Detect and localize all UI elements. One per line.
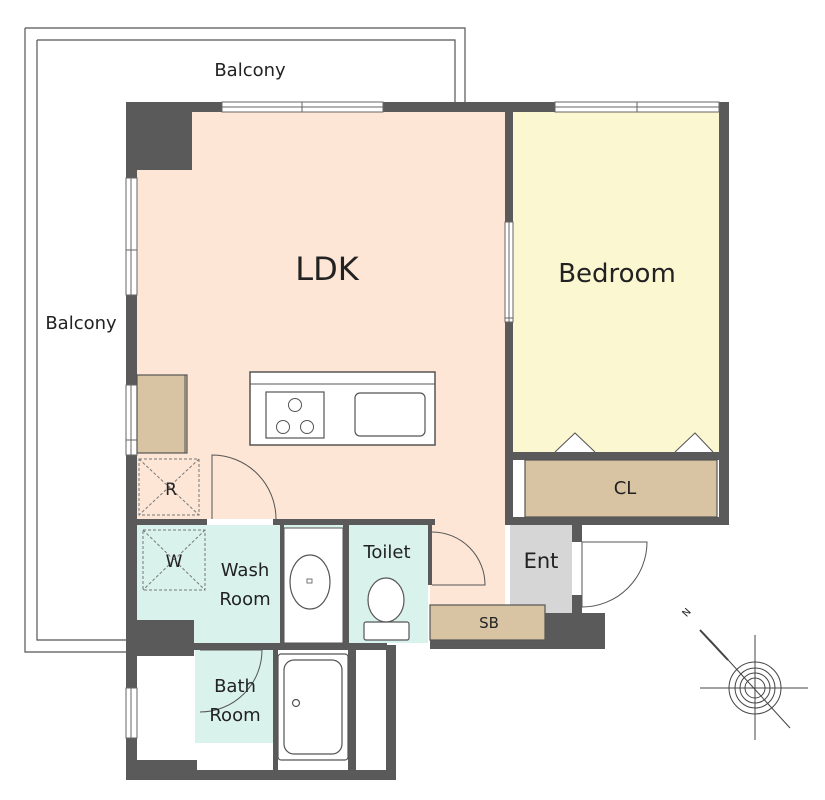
- compass-icon: [699, 629, 808, 740]
- bath-room-label-1: Bath: [214, 676, 256, 697]
- sb-label: SB: [479, 614, 499, 632]
- washer-label: W: [166, 552, 183, 572]
- wash-basin: [283, 527, 344, 644]
- balcony: [24, 27, 466, 653]
- compass-north-label: N: [681, 607, 694, 620]
- ldk-floor: [137, 112, 505, 610]
- ldk-label: LDK: [295, 250, 359, 288]
- wash-room-label-1: Wash: [221, 560, 269, 581]
- refrigerator-space: [138, 458, 200, 516]
- kitchen-counter: [249, 371, 436, 446]
- bedroom-floor: [513, 112, 719, 452]
- ent-label: Ent: [524, 549, 559, 573]
- windows: [125, 101, 720, 739]
- balcony-left-label: Balcony: [45, 313, 117, 334]
- walls: [126, 102, 729, 780]
- ldk-shelf: [136, 374, 188, 454]
- toilet-label: Toilet: [362, 542, 410, 563]
- closet-doors: [554, 432, 714, 453]
- cl-closet: [524, 459, 718, 518]
- bedroom-label: Bedroom: [558, 259, 676, 289]
- washer-space: [142, 529, 206, 591]
- entrance-floor: [510, 525, 572, 613]
- shoe-box: [429, 604, 546, 641]
- balcony-top-label: Balcony: [214, 60, 286, 81]
- cl-label: CL: [614, 478, 637, 499]
- bathtub: [277, 653, 349, 761]
- wash-room-label-2: Room: [219, 589, 270, 610]
- toilet-fixture: [363, 577, 410, 641]
- refrigerator-label: R: [165, 480, 177, 500]
- doors: [199, 454, 648, 713]
- stove: [265, 391, 325, 439]
- storage: [136, 374, 718, 641]
- bath-room-label-2: Room: [209, 705, 260, 726]
- kitchen-sink: [354, 392, 426, 437]
